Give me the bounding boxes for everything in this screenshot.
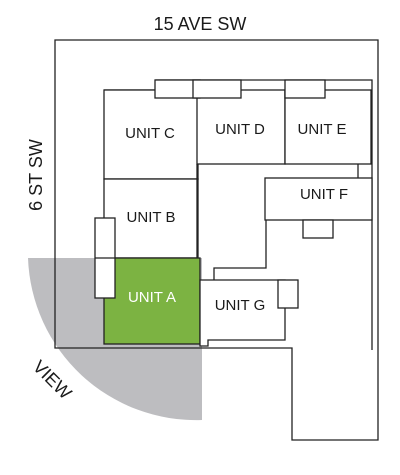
- unit-e-balcony: [284, 79, 326, 99]
- unit-e-label: UNIT E: [298, 121, 347, 138]
- unit-c[interactable]: UNIT C: [103, 89, 199, 180]
- unit-f-area[interactable]: [264, 177, 373, 221]
- unit-a-label: UNIT A: [128, 289, 176, 306]
- unit-d-balcony: [192, 79, 242, 99]
- unit-e[interactable]: UNIT E: [284, 89, 372, 165]
- street-label-north: 15 AVE SW: [154, 14, 247, 34]
- unit-c-label: UNIT C: [125, 125, 175, 142]
- unit-d[interactable]: UNIT D: [196, 89, 286, 165]
- interior-wall-2: [213, 220, 267, 280]
- property-boundary: [54, 39, 379, 441]
- street-label-west: 6 ST SW: [26, 139, 46, 211]
- unit-f-label: UNIT F: [300, 186, 348, 203]
- unit-b-label: UNIT B: [127, 209, 176, 226]
- view-label: VIEW: [29, 356, 76, 403]
- unit-a[interactable]: UNIT A: [103, 257, 201, 345]
- unit-e-area[interactable]: [284, 89, 372, 165]
- unit-g-label: UNIT G: [215, 297, 266, 314]
- unit-g[interactable]: UNIT G: [199, 279, 286, 347]
- unit-d-label: UNIT D: [215, 121, 265, 138]
- unit-b[interactable]: UNIT B: [103, 178, 199, 259]
- unit-f[interactable]: UNIT F: [264, 177, 373, 221]
- unit-c-area[interactable]: [103, 89, 199, 180]
- unit-g-balcony: [277, 279, 299, 309]
- unit-f-balcony: [302, 219, 334, 239]
- unit-b-area[interactable]: [103, 178, 199, 259]
